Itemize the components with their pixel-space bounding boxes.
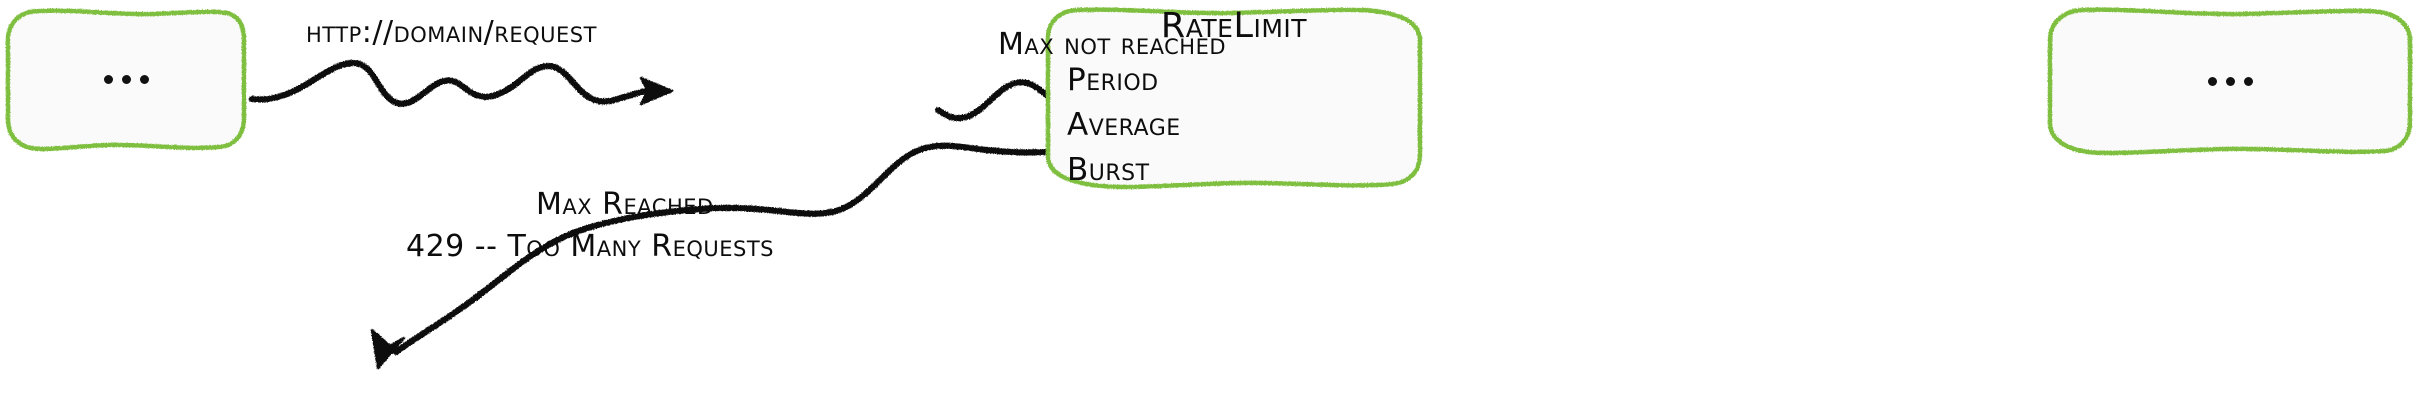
ratelimit-field-burst: Burst xyxy=(1067,152,1150,188)
ratelimit-node-title: RateLimit xyxy=(1160,6,1308,46)
ellipsis-dots xyxy=(103,74,149,84)
edge-label-max-not-reached: Max not reached xyxy=(998,27,1227,62)
edge-label-429-too-many-requests: 429 -- Too Many Requests xyxy=(406,229,774,264)
edge-label-http-request: http://domain/request xyxy=(306,15,597,50)
ellipsis-dots xyxy=(2207,76,2253,86)
ratelimit-field-average: Average xyxy=(1067,107,1181,143)
ratelimit-field-period: Period xyxy=(1067,62,1159,98)
node-outline xyxy=(1045,7,1423,190)
downstream-placeholder-node[interactable]: ... xyxy=(2046,6,2414,156)
edge-http-request-arrow xyxy=(248,59,674,107)
edge-label-max-reached: Max Reached xyxy=(536,187,714,222)
upstream-placeholder-node[interactable]: ... xyxy=(5,6,247,152)
ratelimit-node[interactable]: RateLimit Period Average Burst xyxy=(1045,6,1423,190)
